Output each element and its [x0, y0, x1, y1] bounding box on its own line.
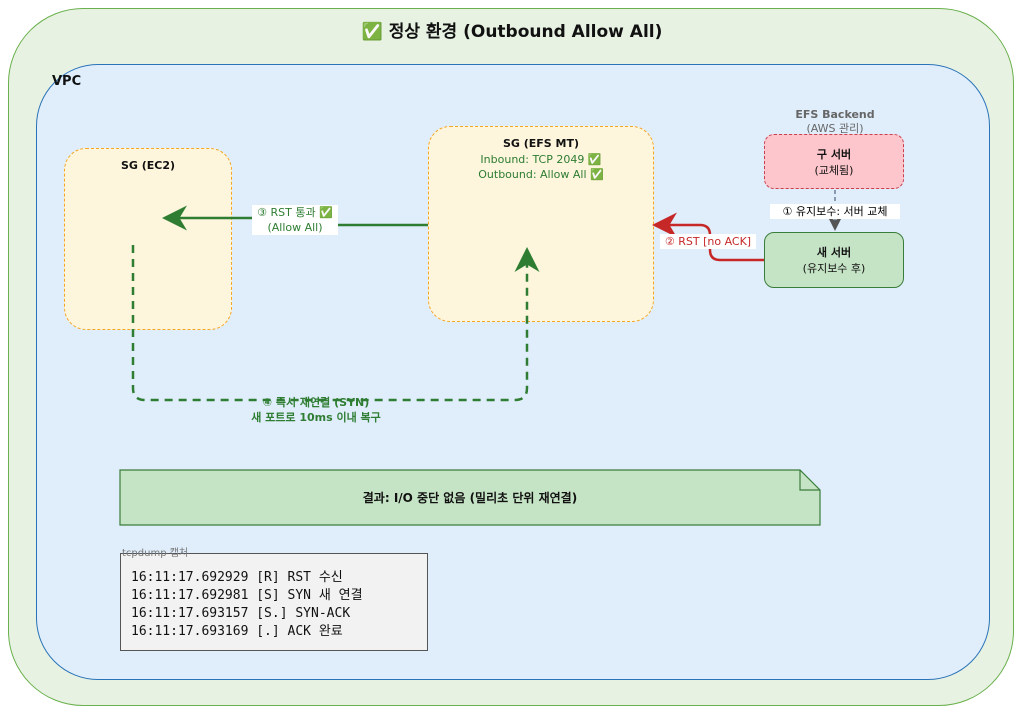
result-note-shape — [119, 469, 821, 526]
tcpdump-line: 16:11:17.692929 [R] RST 수신 — [131, 570, 343, 585]
edge-step3-line2: (Allow All) — [267, 221, 323, 234]
tcpdump-line: 16:11:17.693169 [.] ACK 완료 — [131, 624, 343, 639]
result-note: 결과: I/O 중단 없음 (밀리초 단위 재연결) — [362, 491, 578, 505]
old-server-title: 구 서버 — [816, 148, 852, 161]
sg-efs-mt: SG (EFS MT) Inbound: TCP 2049 ✅ Outbound… — [428, 126, 654, 322]
tcpdump-line: 16:11:17.693157 [S.] SYN-ACK — [131, 606, 351, 621]
vpc-label: VPC — [52, 74, 82, 89]
edge-step1-label: ① 유지보수: 서버 교체 — [770, 204, 900, 219]
sg-efs-outbound: Outbound: Allow All ✅ — [478, 168, 604, 181]
efs-backend-subtitle: (AWS 관리) — [806, 122, 864, 135]
sg-efs-title: SG (EFS MT) — [502, 137, 580, 150]
edge-step4-line1: ④ 즉시 재연결 (SYN) — [262, 396, 370, 409]
old-server: 구 서버 (교체됨) — [764, 134, 904, 189]
new-server-subtitle: (유지보수 후) — [802, 262, 866, 275]
new-server: 새 서버 (유지보수 후) — [764, 232, 904, 288]
tcpdump-line: 16:11:17.692981 [S] SYN 새 연결 — [131, 588, 363, 603]
old-server-subtitle: (교체됨) — [814, 164, 854, 177]
edge-step3-line1: ③ RST 통과 ✅ — [257, 206, 333, 219]
edge-step4 — [131, 245, 540, 402]
tcpdump-label: tcpdump 캡처 — [122, 548, 189, 559]
edge-step4-line2: 새 포트로 10ms 이내 복구 — [251, 411, 381, 424]
efs-backend-label: EFS Backend (AWS 관리) — [760, 108, 910, 136]
diagram-title: ✅ 정상 환경 (Outbound Allow All) — [361, 22, 663, 42]
efs-backend-title: EFS Backend — [795, 108, 875, 121]
edge-step4-label: ④ 즉시 재연결 (SYN) 새 포트로 10ms 이내 복구 — [216, 395, 416, 425]
edge-step2-label: ② RST [no ACK] — [660, 234, 756, 249]
sg-ec2-title: SG (EC2) — [120, 159, 176, 172]
tcpdump-box: 16:11:17.692929 [R] RST 수신 16:11:17.6929… — [120, 553, 428, 651]
sg-ec2: SG (EC2) — [64, 148, 232, 330]
new-server-title: 새 서버 — [816, 246, 852, 259]
sg-efs-inbound: Inbound: TCP 2049 ✅ — [480, 153, 602, 166]
edge-step3-label: ③ RST 통과 ✅ (Allow All) — [252, 205, 338, 235]
result-note-fold — [799, 470, 820, 491]
